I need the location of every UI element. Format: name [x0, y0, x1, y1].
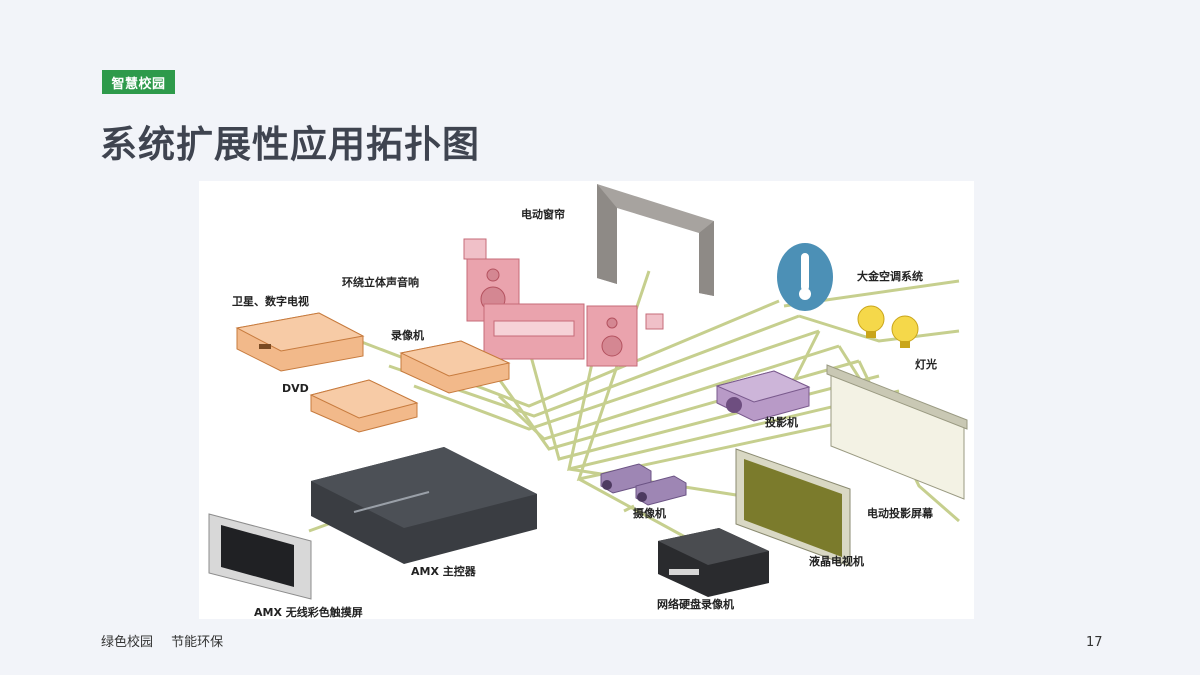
- section-tag: 智慧校园: [102, 70, 175, 94]
- label-vcr: 录像机: [391, 328, 424, 342]
- page-title: 系统扩展性应用拓扑图: [100, 123, 480, 166]
- curtain-icon: [597, 184, 714, 296]
- label-lcd-tv: 液晶电视机: [809, 554, 864, 568]
- label-camera: 摄像机: [633, 506, 666, 520]
- vcr-icon: [399, 340, 511, 394]
- lcd-tv-icon: [735, 448, 851, 567]
- label-amx-controller: AMX 主控器: [411, 564, 477, 578]
- label-lights: 灯光: [915, 357, 937, 371]
- nvr-icon: [658, 528, 769, 597]
- amx-touchscreen-icon: [208, 513, 312, 600]
- projector-icon: [715, 370, 811, 422]
- label-surround-audio: 环绕立体声音响: [342, 275, 419, 289]
- label-aircon: 大金空调系统: [857, 269, 923, 283]
- label-nvr: 网络硬盘录像机: [657, 597, 734, 611]
- label-satellite-tv: 卫星、数字电视: [232, 294, 309, 308]
- aircon-thermometer-icon: [777, 243, 833, 311]
- satellite-tv-box-icon: [235, 312, 365, 372]
- footer-slogan: 绿色校园 节能环保: [101, 635, 224, 650]
- label-projector: 投影机: [765, 415, 798, 429]
- page-number: 17: [1086, 635, 1103, 650]
- label-projection-screen: 电动投影屏幕: [867, 506, 934, 520]
- surround-speaker-icon: [463, 238, 664, 367]
- label-amx-touchscreen: AMX 无线彩色触摸屏: [254, 605, 363, 619]
- amx-controller-icon: [311, 447, 537, 564]
- topology-diagram: 电动窗帘 环绕立体声音响 卫星、数字电视 录像机: [199, 181, 974, 619]
- label-curtain: 电动窗帘: [521, 207, 565, 221]
- light-bulbs-icon: [857, 305, 919, 348]
- label-dvd: DVD: [282, 382, 309, 395]
- camera-icon: [600, 463, 687, 506]
- dvd-player-icon: [309, 379, 419, 433]
- projection-screen-icon: [826, 364, 968, 500]
